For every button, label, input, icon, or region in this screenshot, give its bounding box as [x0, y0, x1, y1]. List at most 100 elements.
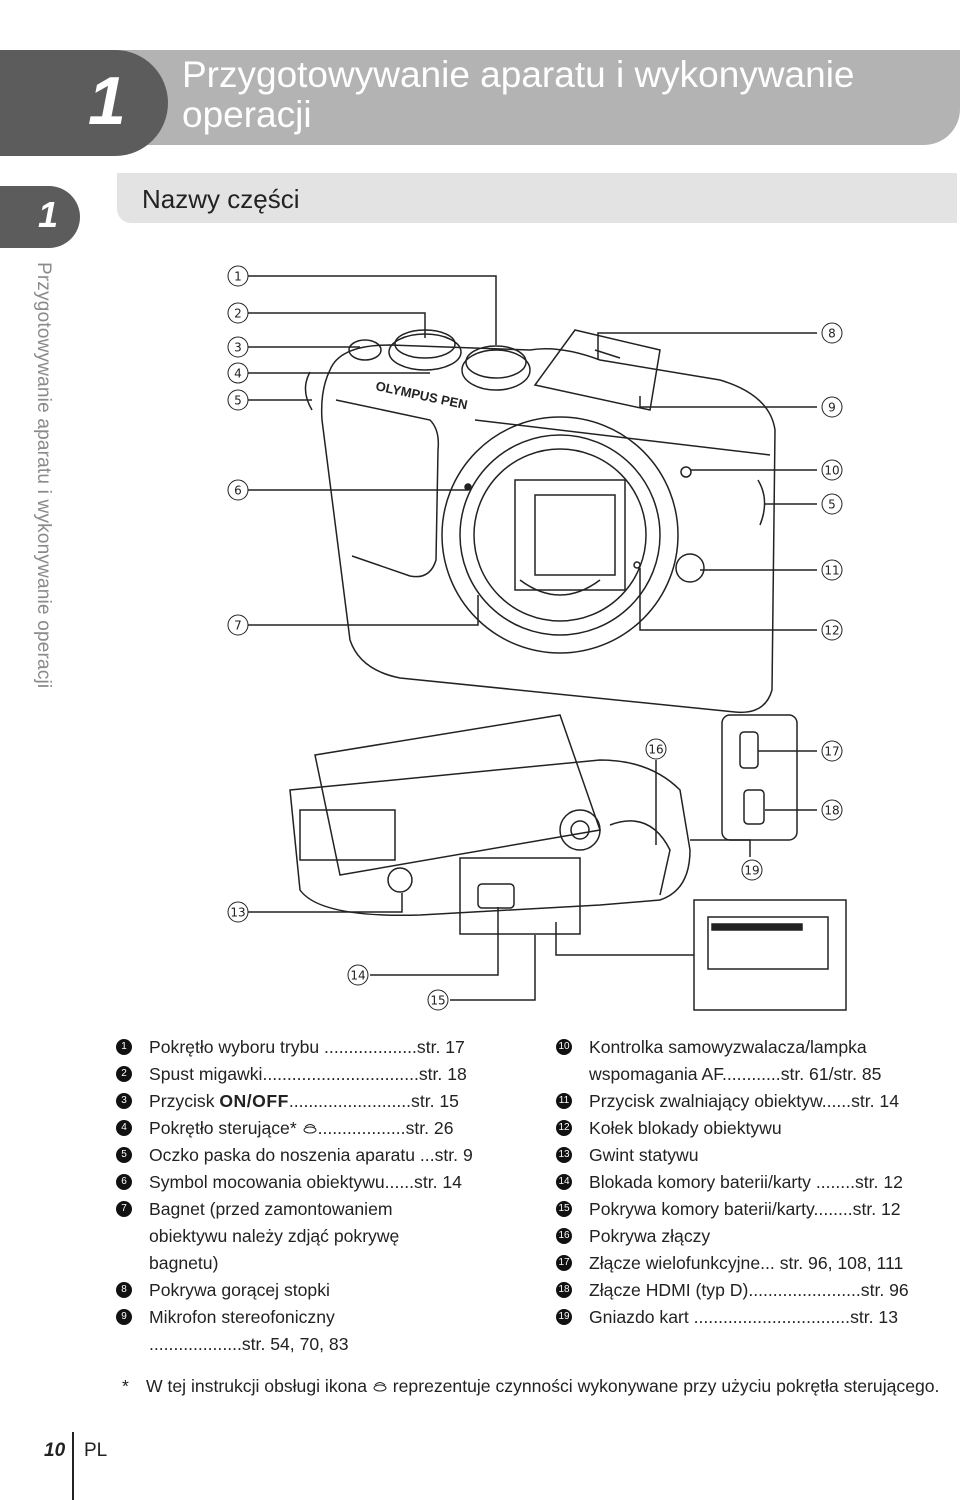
section-title: Nazwy części: [142, 184, 300, 214]
mode-dial: [461, 349, 531, 391]
callout-15: 15: [427, 989, 449, 1011]
svg-text:7: 7: [234, 619, 242, 633]
side-chapter-number: 1: [38, 194, 59, 235]
chapter-title: Przygotowywanie aparatu i wykonywanie op…: [182, 54, 855, 135]
callout-18: 18: [821, 799, 843, 821]
strap-eyelet-left: [304, 371, 313, 411]
svg-text:19: 19: [744, 864, 759, 878]
item-number: 14: [556, 1174, 572, 1190]
callout-8: 8: [821, 322, 843, 344]
callout-17: 17: [821, 740, 843, 762]
callout-12: 12: [821, 619, 843, 641]
strap-eyelet-right: [757, 479, 766, 526]
lens-mount-outer: [441, 416, 679, 654]
onoff-button-shape: [348, 339, 382, 361]
callout-14: 14: [347, 964, 369, 986]
svg-text:6: 6: [234, 484, 242, 498]
brand-marking: OLYMPUS PEN: [374, 378, 469, 412]
footnote-marker: *: [122, 1376, 129, 1396]
callout-9: 9: [821, 396, 843, 418]
side-chapter-title: Przygotowywanie aparatu i wykonywanie op…: [33, 262, 54, 689]
svg-text:8: 8: [828, 327, 836, 341]
sensor-box: [514, 479, 626, 591]
item-number: 3: [116, 1093, 132, 1109]
callout-10: 10: [821, 459, 843, 481]
svg-text:16: 16: [648, 743, 663, 757]
page-footer: 10 PL: [0, 1432, 200, 1500]
language-code: PL: [84, 1440, 108, 1461]
callout-4: 4: [227, 362, 249, 384]
item-number: 18: [556, 1282, 572, 1298]
tilt-monitor: [314, 714, 601, 876]
connector-inset: [721, 714, 798, 841]
item-number: 4: [116, 1120, 132, 1136]
side-chapter-tab: 1: [0, 186, 80, 248]
callout-5b: 5: [821, 493, 843, 515]
svg-text:17: 17: [824, 745, 839, 759]
svg-text:5: 5: [234, 394, 242, 408]
item-number: 17: [556, 1255, 572, 1271]
item-number: 15: [556, 1201, 572, 1217]
svg-text:11: 11: [824, 564, 839, 578]
camera-parts-diagram: OLYMPUS PEN: [227, 265, 847, 1011]
camera-body-outline: [320, 344, 776, 714]
battery-lock: [477, 883, 515, 909]
battery-door: [459, 857, 581, 935]
item-number: 9: [116, 1309, 132, 1325]
chapter-number-tab: [0, 50, 168, 156]
callout-16: 16: [645, 738, 667, 760]
item-number: 5: [116, 1147, 132, 1163]
item-number: 11: [556, 1093, 572, 1109]
camera-back-body: [289, 759, 691, 917]
tripod-socket-shape: [387, 867, 413, 893]
callout-2: 2: [227, 302, 249, 324]
item-number: 19: [556, 1309, 572, 1325]
hot-shoe-cover: [533, 329, 661, 411]
page-number: 10: [44, 1440, 66, 1461]
callout-13: 13: [227, 901, 249, 923]
item-number: 7: [116, 1201, 132, 1217]
svg-text:4: 4: [234, 367, 242, 381]
item-number: 2: [116, 1066, 132, 1082]
svg-text:15: 15: [430, 994, 445, 1008]
control-dial-icon: [373, 1382, 387, 1392]
callout-3: 3: [227, 336, 249, 358]
camera-grip: [335, 399, 440, 578]
svg-text:3: 3: [234, 341, 242, 355]
callout-markers: 1 2 3 4 5 6 7 8 9 10 5 11 12 16 17 18 19…: [227, 265, 843, 1011]
footer-divider: [72, 1432, 74, 1500]
svg-text:18: 18: [824, 804, 839, 818]
callout-1: 1: [227, 265, 249, 287]
item-number: 10: [556, 1039, 572, 1055]
callout-11: 11: [821, 559, 843, 581]
item-number: 8: [116, 1282, 132, 1298]
svg-text:14: 14: [350, 969, 365, 983]
footnote-text: W tej instrukcji obsługi ikona reprezent…: [146, 1376, 940, 1396]
svg-text:5: 5: [828, 498, 836, 512]
callout-6: 6: [227, 479, 249, 501]
svg-text:10: 10: [824, 464, 839, 478]
section-header: Nazwy części: [117, 173, 957, 223]
lens-release-button-shape: [675, 553, 705, 583]
callout-19: 19: [741, 859, 763, 881]
svg-text:13: 13: [230, 906, 245, 920]
